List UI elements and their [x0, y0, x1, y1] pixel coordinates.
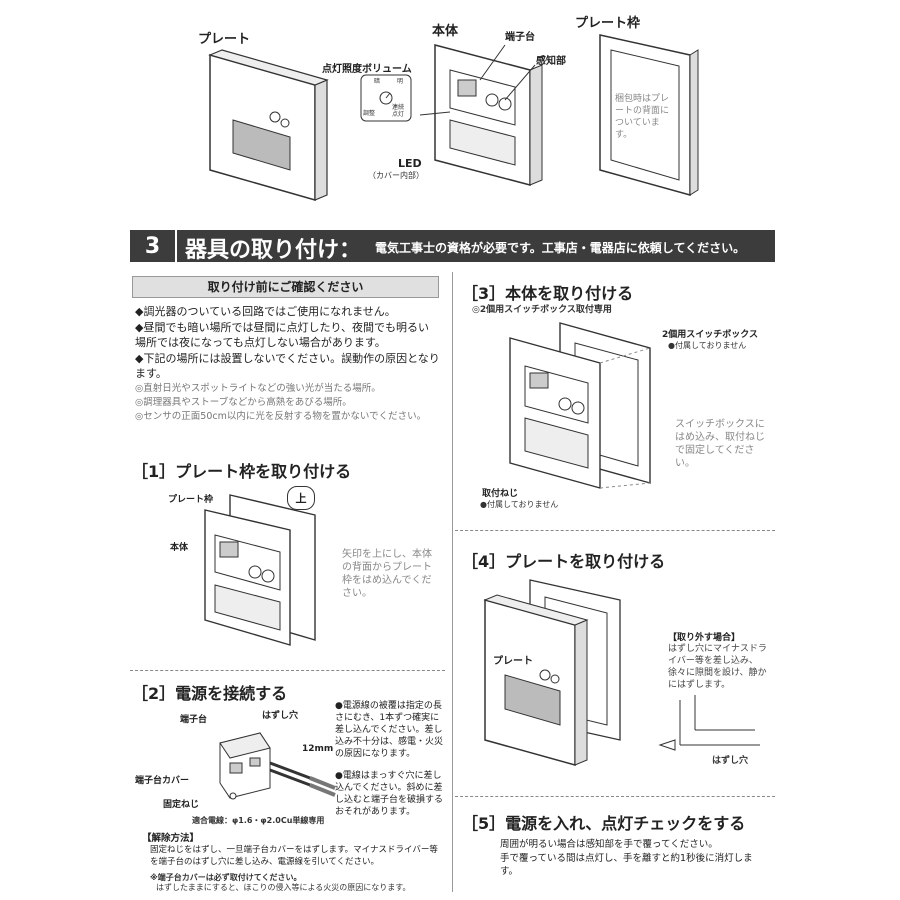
step1-body-label: 本体 [170, 543, 189, 553]
volume-knob-illustration [360, 74, 412, 122]
step4-remove-title: 【取り外す場合】 [668, 633, 741, 643]
step2-illustration [219, 732, 336, 800]
step2-title: ［2］電源を接続する [132, 684, 288, 703]
volume-label: 点灯照度ボリューム [322, 64, 412, 75]
step2-release-hole: はずし穴 [262, 711, 299, 721]
step2-cover: 端子台カバー [135, 776, 190, 786]
step4-hole-label: はずし穴 [712, 756, 749, 766]
frame-note: 梱包時はプレートの背面についています。 [615, 94, 670, 140]
vol-adjust: 調整 [363, 110, 376, 117]
step2-mm: 12mm [302, 744, 334, 754]
step2-release-text: 固定ねじをはずし、一旦端子台カバーをはずします。マイナスドライバー等を端子台のは… [150, 845, 438, 867]
plate-label: プレート [198, 32, 251, 47]
step2-screw: 固定ねじ [163, 800, 200, 810]
step2-note1: ●電源線の被覆は指定の長さにむき、1本ずつ確実に差し込んでください。差し込み不十… [335, 701, 444, 759]
step4-illustration [483, 579, 621, 766]
section-title: 器具の取り付け： [185, 238, 362, 263]
step4-remove-text: はずし穴にマイナスドライバー等を差し込み、徐々に隙間を設け、静かにはずします。 [668, 644, 767, 690]
step-divider [455, 530, 775, 531]
step2-warn-title: ※端子台カバーは必ず取付けてください。 [150, 873, 302, 882]
step3-title: ［3］本体を取り付ける [462, 284, 634, 303]
step2-note2: ●電線はまっすぐ穴に差し込んでください。斜めに差し込むと端子台を破損するおそれが… [335, 771, 444, 817]
sensor-label: 感知部 [536, 56, 566, 67]
up-arrow-icon: 上 [287, 486, 315, 510]
frame-illustration [599, 34, 699, 196]
led-sub: （カバー内部） [368, 171, 424, 180]
vol-always: 連続点灯 [392, 104, 405, 118]
step3-illustration [509, 322, 651, 489]
precheck-subitem: ◎センサの正面50cm以内に光を反射する物を置かないでください。 [135, 411, 427, 422]
step1-frame-label: プレート枠 [168, 495, 214, 505]
step5-title: ［5］電源を入れ、点灯チェックをする [462, 814, 746, 833]
step5-line1: 周囲が明るい場合は感知部を手で覆ってください。 [500, 839, 718, 850]
step1-title: ［1］プレート枠を取り付ける [132, 462, 352, 481]
precheck-bullet: ◆調光器のついている回路ではご使用になれません。 [135, 305, 396, 318]
frame-label: プレート枠 [575, 16, 641, 31]
precheck-bullet: ◆昼間でも暗い場所では昼間に点灯したり、夜間でも明るい場所では夜になっても点灯し… [135, 321, 430, 349]
step1-note: 矢印を上にし、本体の背面からプレート枠をはめ込んでください。 [342, 549, 432, 599]
step2-terminal: 端子台 [180, 715, 208, 725]
up-arrow-label: 上 [295, 492, 307, 505]
precheck-bullet: ◆下記の場所には設置しないでください。誤動作の原因となります。 [135, 352, 440, 380]
section-subtitle: 電気工事士の資格が必要です。工事店・電器店に依頼してください。 [375, 241, 746, 255]
step-divider [455, 796, 775, 797]
body-label: 本体 [432, 24, 459, 39]
step3-box-label: 2個用スイッチボックス [662, 330, 758, 340]
step4-plate-label: プレート [493, 656, 533, 667]
section-header: 3 器具の取り付け： 電気工事士の資格が必要です。工事店・電器店に依頼してくださ… [130, 230, 775, 263]
step3-sub: ◎2個用スイッチボックス取付専用 [472, 305, 612, 315]
step1-illustration [204, 494, 316, 646]
step3-box-text: スイッチボックスにはめ込み、取付ねじで固定してください。 [675, 419, 765, 469]
section-number: 3 [130, 230, 177, 262]
column-divider [452, 272, 453, 892]
precheck-subitem: ◎直射日光やスポットライトなどの強い光が当たる場所。 [135, 383, 381, 394]
precheck-subitem: ◎調理器具やストーブなどから高熱をあびる場所。 [135, 397, 352, 408]
vol-bright: 明 [397, 78, 404, 85]
step2-release-title: 【解除方法】 [142, 833, 200, 844]
terminal-label: 端子台 [505, 32, 535, 43]
step4-title: ［4］プレートを取り付ける [462, 552, 666, 571]
step3-box-note: ●付属しておりません [668, 341, 747, 350]
step-divider [130, 670, 445, 671]
led-label: LED [398, 157, 422, 170]
step3-screw-label: 取付ねじ [482, 489, 519, 499]
precheck-list: ◆調光器のついている回路ではご使用になれません。 ◆昼間でも暗い場所では昼間に点… [135, 304, 440, 424]
vol-dark: 暗 [374, 78, 381, 85]
step2-warn-text: はずしたままにすると、ほこりの侵入等による火災の原因になります。 [156, 883, 411, 892]
body-illustration [419, 44, 543, 186]
step5-line2: 手で覆っている間は点灯し、手を離すと約1秒後に消灯します。 [500, 853, 753, 877]
step3-screw-note: ●付属しておりません [480, 500, 559, 509]
plate-illustration [208, 49, 329, 201]
step4-detail-illustration [658, 695, 760, 751]
step2-wire-spec: 適合電線：φ1.6・φ2.0Cu単線専用 [192, 816, 325, 825]
precheck-header: 取り付け前にご確認ください [132, 276, 439, 298]
